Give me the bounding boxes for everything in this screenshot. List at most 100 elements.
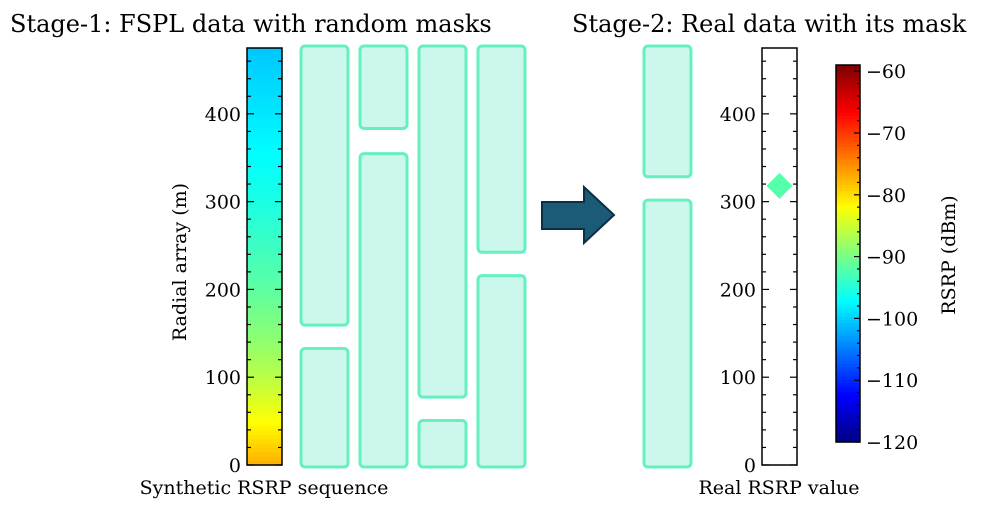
- sequence-cell: [247, 135, 282, 141]
- y-tick-label: 400: [720, 104, 756, 126]
- sequence-cell: [247, 74, 282, 80]
- sequence-cell: [247, 407, 282, 413]
- colorbar-cell: [836, 272, 860, 277]
- sequence-cell: [247, 109, 282, 115]
- colorbar-cell: [836, 149, 860, 154]
- sequence-cell: [247, 438, 282, 444]
- colorbar-cell: [836, 127, 860, 132]
- colorbar-cell: [836, 404, 860, 409]
- colorbar-cell: [836, 328, 860, 333]
- real-rsrp-point: [766, 172, 793, 199]
- colorbar-cell: [836, 146, 860, 151]
- sequence-cell: [247, 52, 282, 58]
- colorbar-cell: [836, 215, 860, 220]
- sequence-cell: [247, 249, 282, 255]
- colorbar-cell: [836, 316, 860, 321]
- sequence-cell: [247, 157, 282, 163]
- colorbar-cell: [836, 174, 860, 179]
- sequence-cell: [247, 179, 282, 185]
- sequence-cell: [247, 315, 282, 321]
- y-tick-label: 100: [205, 367, 241, 389]
- sequence-cell: [247, 447, 282, 453]
- sequence-cell: [247, 285, 282, 291]
- sequence-cell: [247, 399, 282, 405]
- colorbar-tick-label: −70: [866, 123, 906, 145]
- sequence-cell: [247, 118, 282, 124]
- colorbar-cell: [836, 134, 860, 138]
- colorbar-cell: [836, 407, 860, 412]
- colorbar-cell: [836, 247, 860, 251]
- sequence-cell: [247, 131, 282, 137]
- sequence-cell: [247, 350, 282, 356]
- sequence-cell: [247, 105, 282, 111]
- colorbar-cell: [836, 65, 860, 69]
- colorbar-cell: [836, 190, 860, 195]
- sequence-cell: [247, 306, 282, 312]
- sequence-cell: [247, 162, 282, 168]
- colorbar-cell: [836, 90, 860, 94]
- colorbar-cell: [836, 310, 860, 314]
- colorbar-cell: [836, 398, 860, 402]
- colorbar-tick-label: −60: [866, 61, 906, 83]
- stage1-axis-frame: [246, 47, 283, 466]
- sequence-cell: [247, 394, 282, 400]
- sequence-cell: [247, 96, 282, 102]
- colorbar-cell: [836, 137, 860, 141]
- y-tick-label: 0: [744, 455, 756, 477]
- sequence-cell: [247, 324, 282, 330]
- sequence-cell: [247, 148, 282, 154]
- colorbar-tick-label: −120: [866, 432, 918, 454]
- sequence-cell: [247, 210, 282, 216]
- colorbar-cell: [836, 102, 860, 107]
- sequence-cell: [247, 170, 282, 176]
- sequence-cell: [247, 140, 282, 146]
- colorbar-cell: [836, 80, 860, 85]
- colorbar-cell: [836, 294, 860, 299]
- sequence-cell: [247, 460, 282, 466]
- colorbar-cell: [836, 209, 860, 214]
- colorbar-cell: [836, 306, 860, 311]
- colorbar-cell: [836, 372, 860, 377]
- sequence-cell: [247, 434, 282, 440]
- sequence-cell: [247, 201, 282, 207]
- colorbar-cell: [836, 297, 860, 302]
- y-tick-label: 200: [205, 279, 241, 301]
- sequence-cell: [247, 206, 282, 212]
- sequence-cell: [247, 258, 282, 264]
- sequence-cell: [247, 346, 282, 352]
- colorbar-cell: [836, 363, 860, 368]
- sequence-cell: [247, 359, 282, 365]
- colorbar-cell: [836, 231, 860, 236]
- sequence-cell: [247, 236, 282, 242]
- colorbar-cell: [836, 438, 860, 443]
- sequence-cell: [247, 241, 282, 247]
- sequence-cell: [247, 192, 282, 198]
- sequence-cell: [247, 381, 282, 387]
- sequence-cell: [247, 166, 282, 172]
- colorbar-cell: [836, 68, 860, 72]
- sequence-cell: [247, 127, 282, 132]
- sequence-cell: [247, 403, 282, 409]
- sequence-cell: [247, 377, 282, 383]
- y-tick-label: 200: [720, 279, 756, 301]
- colorbar-cell: [836, 244, 860, 248]
- colorbar-cell: [836, 366, 860, 371]
- colorbar-cell: [836, 193, 860, 198]
- sequence-cell: [247, 153, 282, 159]
- colorbar-cell: [836, 410, 860, 415]
- sequence-cell: [247, 333, 282, 339]
- sequence-cell: [247, 188, 282, 194]
- mask-segment: [642, 198, 693, 469]
- colorbar-cell: [836, 218, 860, 223]
- colorbar-cell: [836, 222, 860, 226]
- colorbar-cell: [836, 240, 860, 245]
- sequence-cell: [247, 100, 282, 106]
- colorbar: −60−70−80−90−100−110−120: [835, 61, 918, 454]
- sequence-cell: [247, 364, 282, 370]
- sequence-cell: [247, 342, 282, 348]
- sequence-cell: [247, 78, 282, 84]
- sequence-cell: [247, 56, 282, 62]
- sequence-cell: [247, 175, 282, 181]
- colorbar-cell: [836, 401, 860, 405]
